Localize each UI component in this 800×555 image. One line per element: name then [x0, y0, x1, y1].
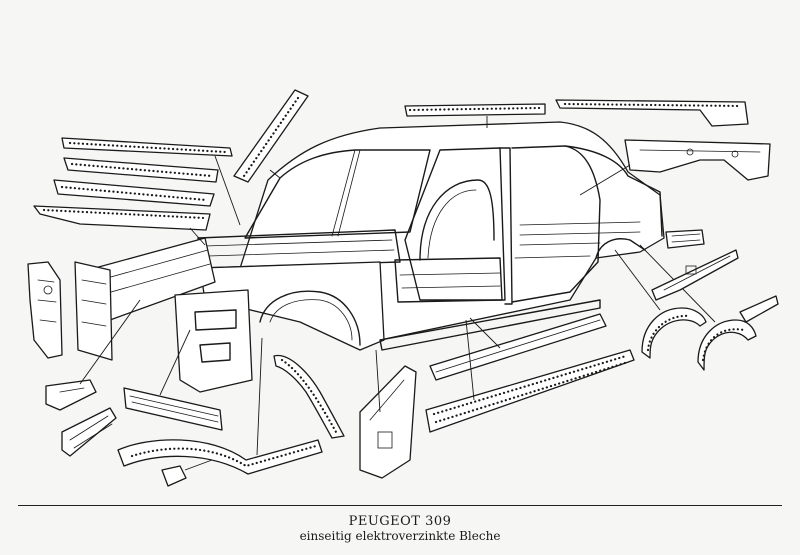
- front-member-part: [61, 407, 117, 457]
- cowl-strip-2: [63, 157, 219, 183]
- caption-title: PEUGEOT 309: [348, 514, 452, 529]
- small-bracket-part: [45, 299, 141, 411]
- pillar-lower-part: [359, 349, 417, 479]
- roof-rail-part: [404, 103, 546, 128]
- floor-sill-left-part: [117, 337, 323, 475]
- clip-part: [161, 459, 213, 487]
- sill-reinforcement-part: [425, 319, 635, 433]
- rear-bracket-3: [739, 295, 779, 323]
- roof-side-rail-part: [555, 99, 749, 127]
- cowl-strip-1: [61, 137, 241, 226]
- exploded-body-diagram: [27, 89, 779, 487]
- rear-bracket-1: [665, 229, 705, 249]
- rear-panel-part: [579, 139, 771, 196]
- rear-bracket-2: [651, 249, 739, 301]
- cross-member-part: [123, 329, 223, 431]
- caption-divider: [18, 505, 782, 506]
- cowl-strip-3: [53, 179, 215, 207]
- cowl-strip-4: [33, 205, 211, 246]
- caption-subtitle: einseitig elektroverzinkte Bleche: [299, 529, 501, 543]
- sill-outer-part: [429, 313, 607, 381]
- rear-wheel-arch-2: [639, 244, 757, 371]
- car-body-shell: [74, 121, 665, 393]
- rear-wheel-arch-1: [614, 249, 707, 359]
- caption: PEUGEOT 309 einseitig elektroverzinkte B…: [0, 514, 800, 544]
- wheel-arch-liner-part: [273, 354, 345, 439]
- a-pillar-part: [233, 89, 309, 183]
- lamp-panel-part: [27, 261, 63, 359]
